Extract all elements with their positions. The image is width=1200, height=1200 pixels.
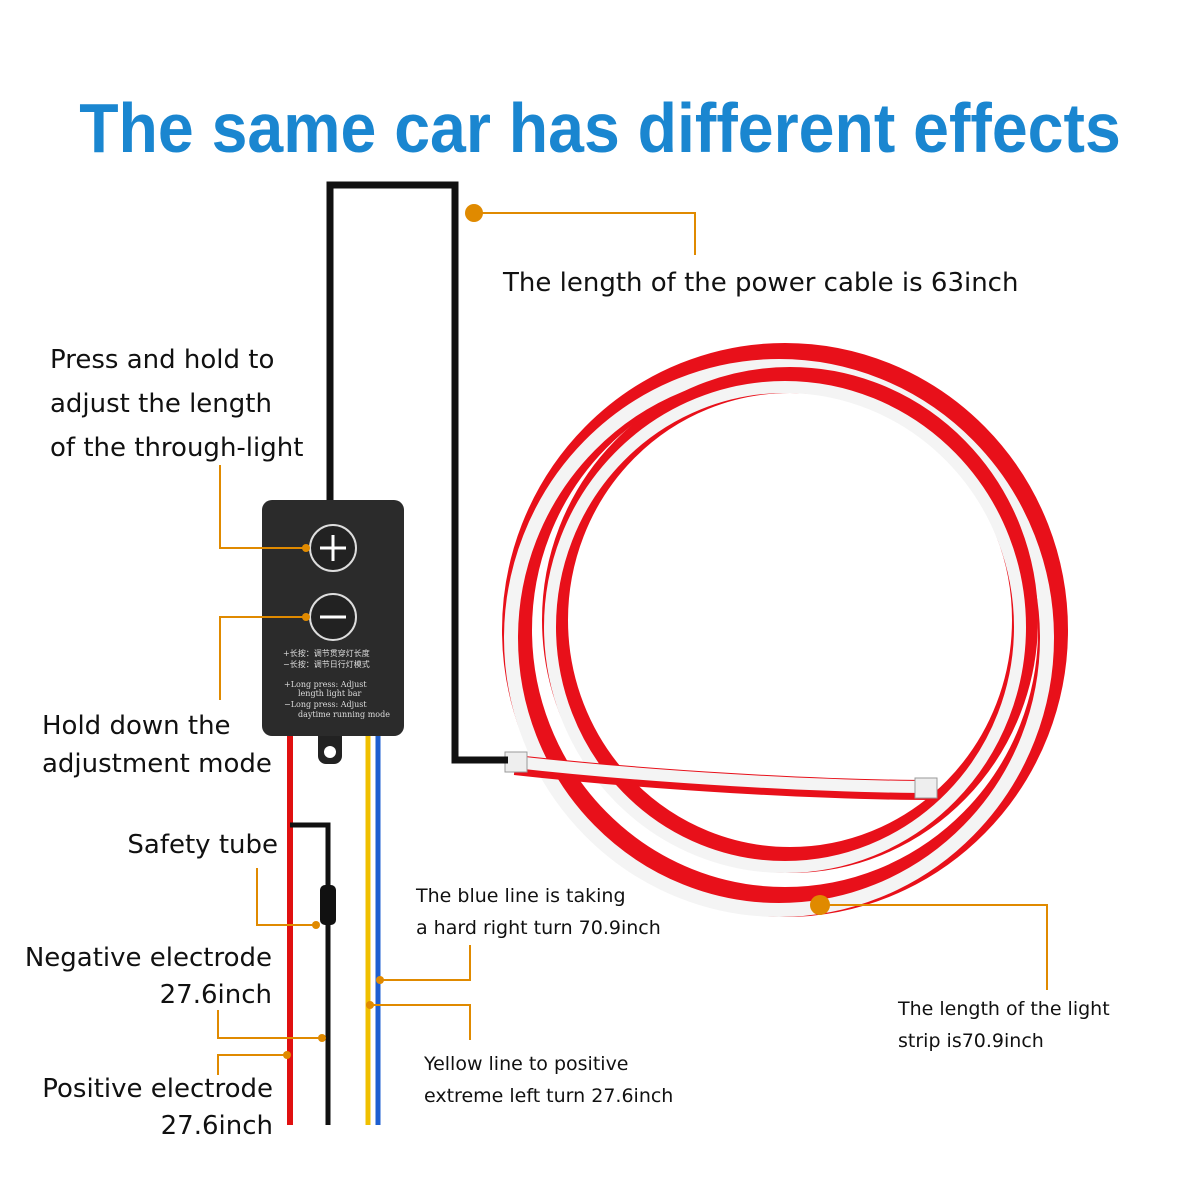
power-cable-label: The length of the power cable is 63inch [503,268,1019,298]
callout-dots [283,204,830,1059]
controller-text: +长按：调节贯穿灯长度 −长按：调节日行灯模式 +Long press: Adj… [283,648,390,719]
safety-tube-label: Safety tube [127,830,278,860]
light-strip [502,343,1068,917]
controller-box [262,500,404,764]
svg-text:−长按：调节日行灯模式: −长按：调节日行灯模式 [283,659,370,669]
svg-text:+长按：调节贯穿灯长度: +长按：调节贯穿灯长度 [283,648,370,658]
svg-text:+Long press: Adjust: +Long press: Adjust [284,680,367,689]
power-cable [326,181,508,764]
callouts [217,212,1048,1075]
wires [287,736,381,1125]
svg-text:−Long press: Adjust: −Long press: Adjust [284,700,367,709]
title: The same car has different effects [79,89,1121,167]
svg-text:daytime running mode: daytime running mode [298,710,390,719]
svg-text:length light bar: length light bar [298,689,362,698]
